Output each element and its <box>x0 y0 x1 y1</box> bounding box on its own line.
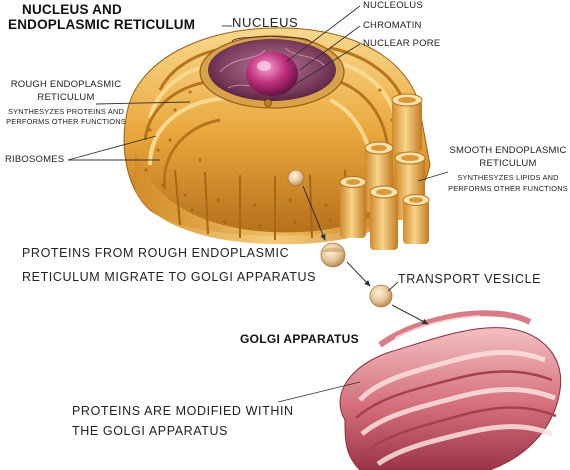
diagram-title-line2: ENDOPLASMIC RETICULUM <box>8 17 196 32</box>
proteins-migrate-label-line2: RETICULUM MIGRATE TO GOLGI APPARATUS <box>22 270 317 284</box>
nuclear-pore <box>264 99 272 107</box>
smooth-er-label-line2: RETICULUM <box>479 158 537 169</box>
proteins-modified-label-line2: THE GOLGI APPARATUS <box>72 424 229 438</box>
proteins-migrate-label-line1: PROTEINS FROM ROUGH ENDOPLASMIC <box>22 246 290 260</box>
proteins-modified-label-line1: PROTEINS ARE MODIFIED WITHIN <box>72 404 294 418</box>
smooth-er <box>339 93 430 250</box>
golgi-apparatus <box>339 310 562 470</box>
nucleus-label: NUCLEUS <box>232 15 299 30</box>
smooth-er-label-line1: SMOOTH ENDOPLASMIC <box>449 145 567 156</box>
transport-vesicle-label: TRANSPORT VESICLE <box>398 272 542 286</box>
diagram-title-line1: NUCLEUS AND <box>22 2 122 17</box>
transport-vesicle <box>369 284 393 308</box>
flow-arrows <box>302 185 429 325</box>
nucleus <box>199 35 345 109</box>
golgi-apparatus-label: GOLGI APPARATUS <box>240 332 359 346</box>
ribosomes-label: RIBOSOMES <box>5 154 65 165</box>
nuclear-pore-label: NUCLEAR PORE <box>363 38 441 49</box>
migrating-vesicle <box>320 242 346 268</box>
smooth-er-desc-line1: SYNTHESYZES LIPIDS AND <box>457 173 559 182</box>
rough-er-desc-line1: SYNTHESYZES PROTEINS AND <box>7 107 125 116</box>
chromatin-label: CHROMATIN <box>363 20 422 31</box>
budding-vesicle <box>287 169 305 187</box>
rough-er-label-line1: ROUGH ENDOPLASMIC <box>10 79 122 90</box>
nucleolus-label: NUCLEOLUS <box>363 0 423 11</box>
leader-lines <box>67 5 449 403</box>
smooth-er-desc-line2: PERFORMS OTHER FUNCTIONS <box>448 184 568 193</box>
rough-er-desc-line2: PERFORMS OTHER FUNCTIONS <box>6 117 126 126</box>
rough-er-label-line2: RETICULUM <box>37 92 95 103</box>
